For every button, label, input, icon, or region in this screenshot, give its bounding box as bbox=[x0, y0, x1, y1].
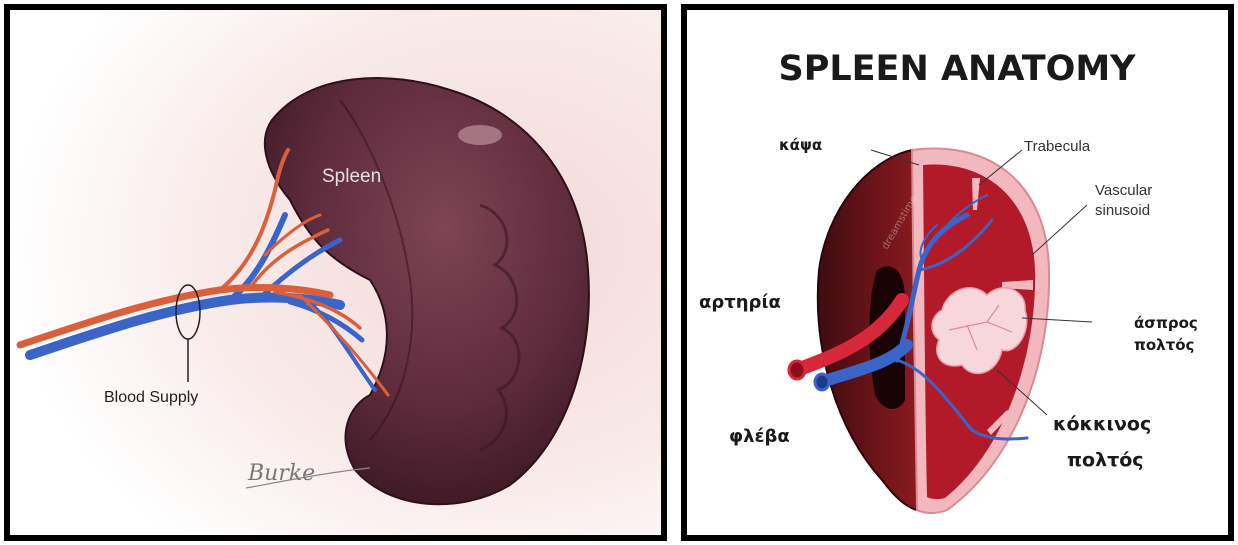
artist-signature: Burke bbox=[247, 461, 315, 486]
red-pulp-label-line1: κόκκινος bbox=[1053, 413, 1151, 435]
red-pulp-label-line2: πολτός bbox=[1067, 449, 1144, 471]
spleen-illustration-panel: Spleen Blood Supply Burke bbox=[4, 4, 667, 541]
artery-label: αρτηρία bbox=[699, 292, 781, 313]
spleen-illustration: Spleen Blood Supply Burke bbox=[10, 10, 661, 535]
spleen-highlight bbox=[458, 125, 502, 145]
vascular-sinusoid-label-line2: sinusoid bbox=[1095, 202, 1150, 219]
vascular-sinusoid-label-line1: Vascular bbox=[1095, 182, 1152, 199]
spleen-anatomy-panel: SPLEEN ANATOMY bbox=[681, 4, 1234, 541]
vein-label: φλέβα bbox=[729, 426, 790, 447]
diagram-title: SPLEEN ANATOMY bbox=[778, 49, 1136, 89]
white-pulp-label-line1: άσπρος bbox=[1134, 314, 1198, 332]
blood-supply-label: Blood Supply bbox=[104, 389, 198, 406]
spleen-label: Spleen bbox=[322, 166, 381, 187]
capsule-label: κάψα bbox=[779, 136, 822, 154]
trabecula-label: Trabecula bbox=[1024, 138, 1091, 155]
white-pulp-label-line2: πολτός bbox=[1134, 336, 1194, 354]
spleen-anatomy-diagram: SPLEEN ANATOMY bbox=[687, 10, 1228, 535]
